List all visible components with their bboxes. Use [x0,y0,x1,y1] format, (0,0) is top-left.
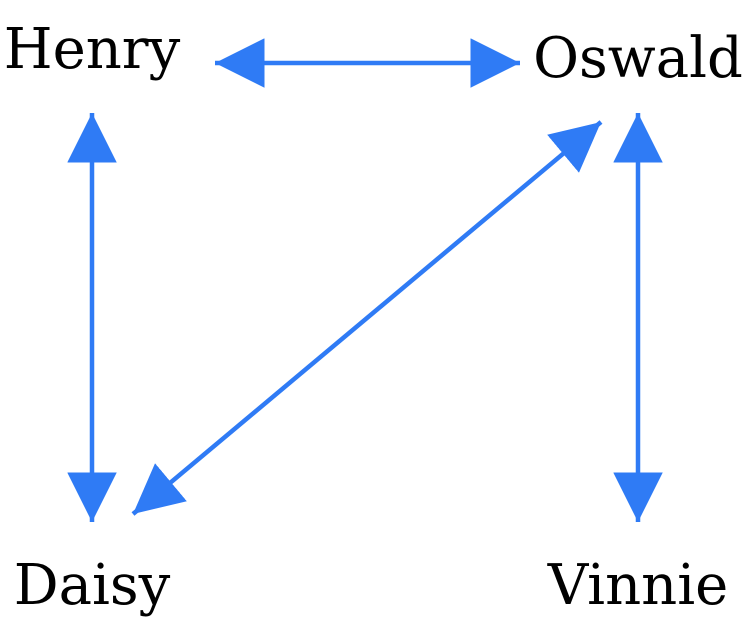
node-henry-label: Henry [4,17,181,82]
node-oswald-label: Oswald [533,26,743,91]
node-vinnie-label: Vinnie [547,553,729,618]
edge-daisy-oswald [131,120,603,516]
node-daisy-label: Daisy [14,553,171,618]
